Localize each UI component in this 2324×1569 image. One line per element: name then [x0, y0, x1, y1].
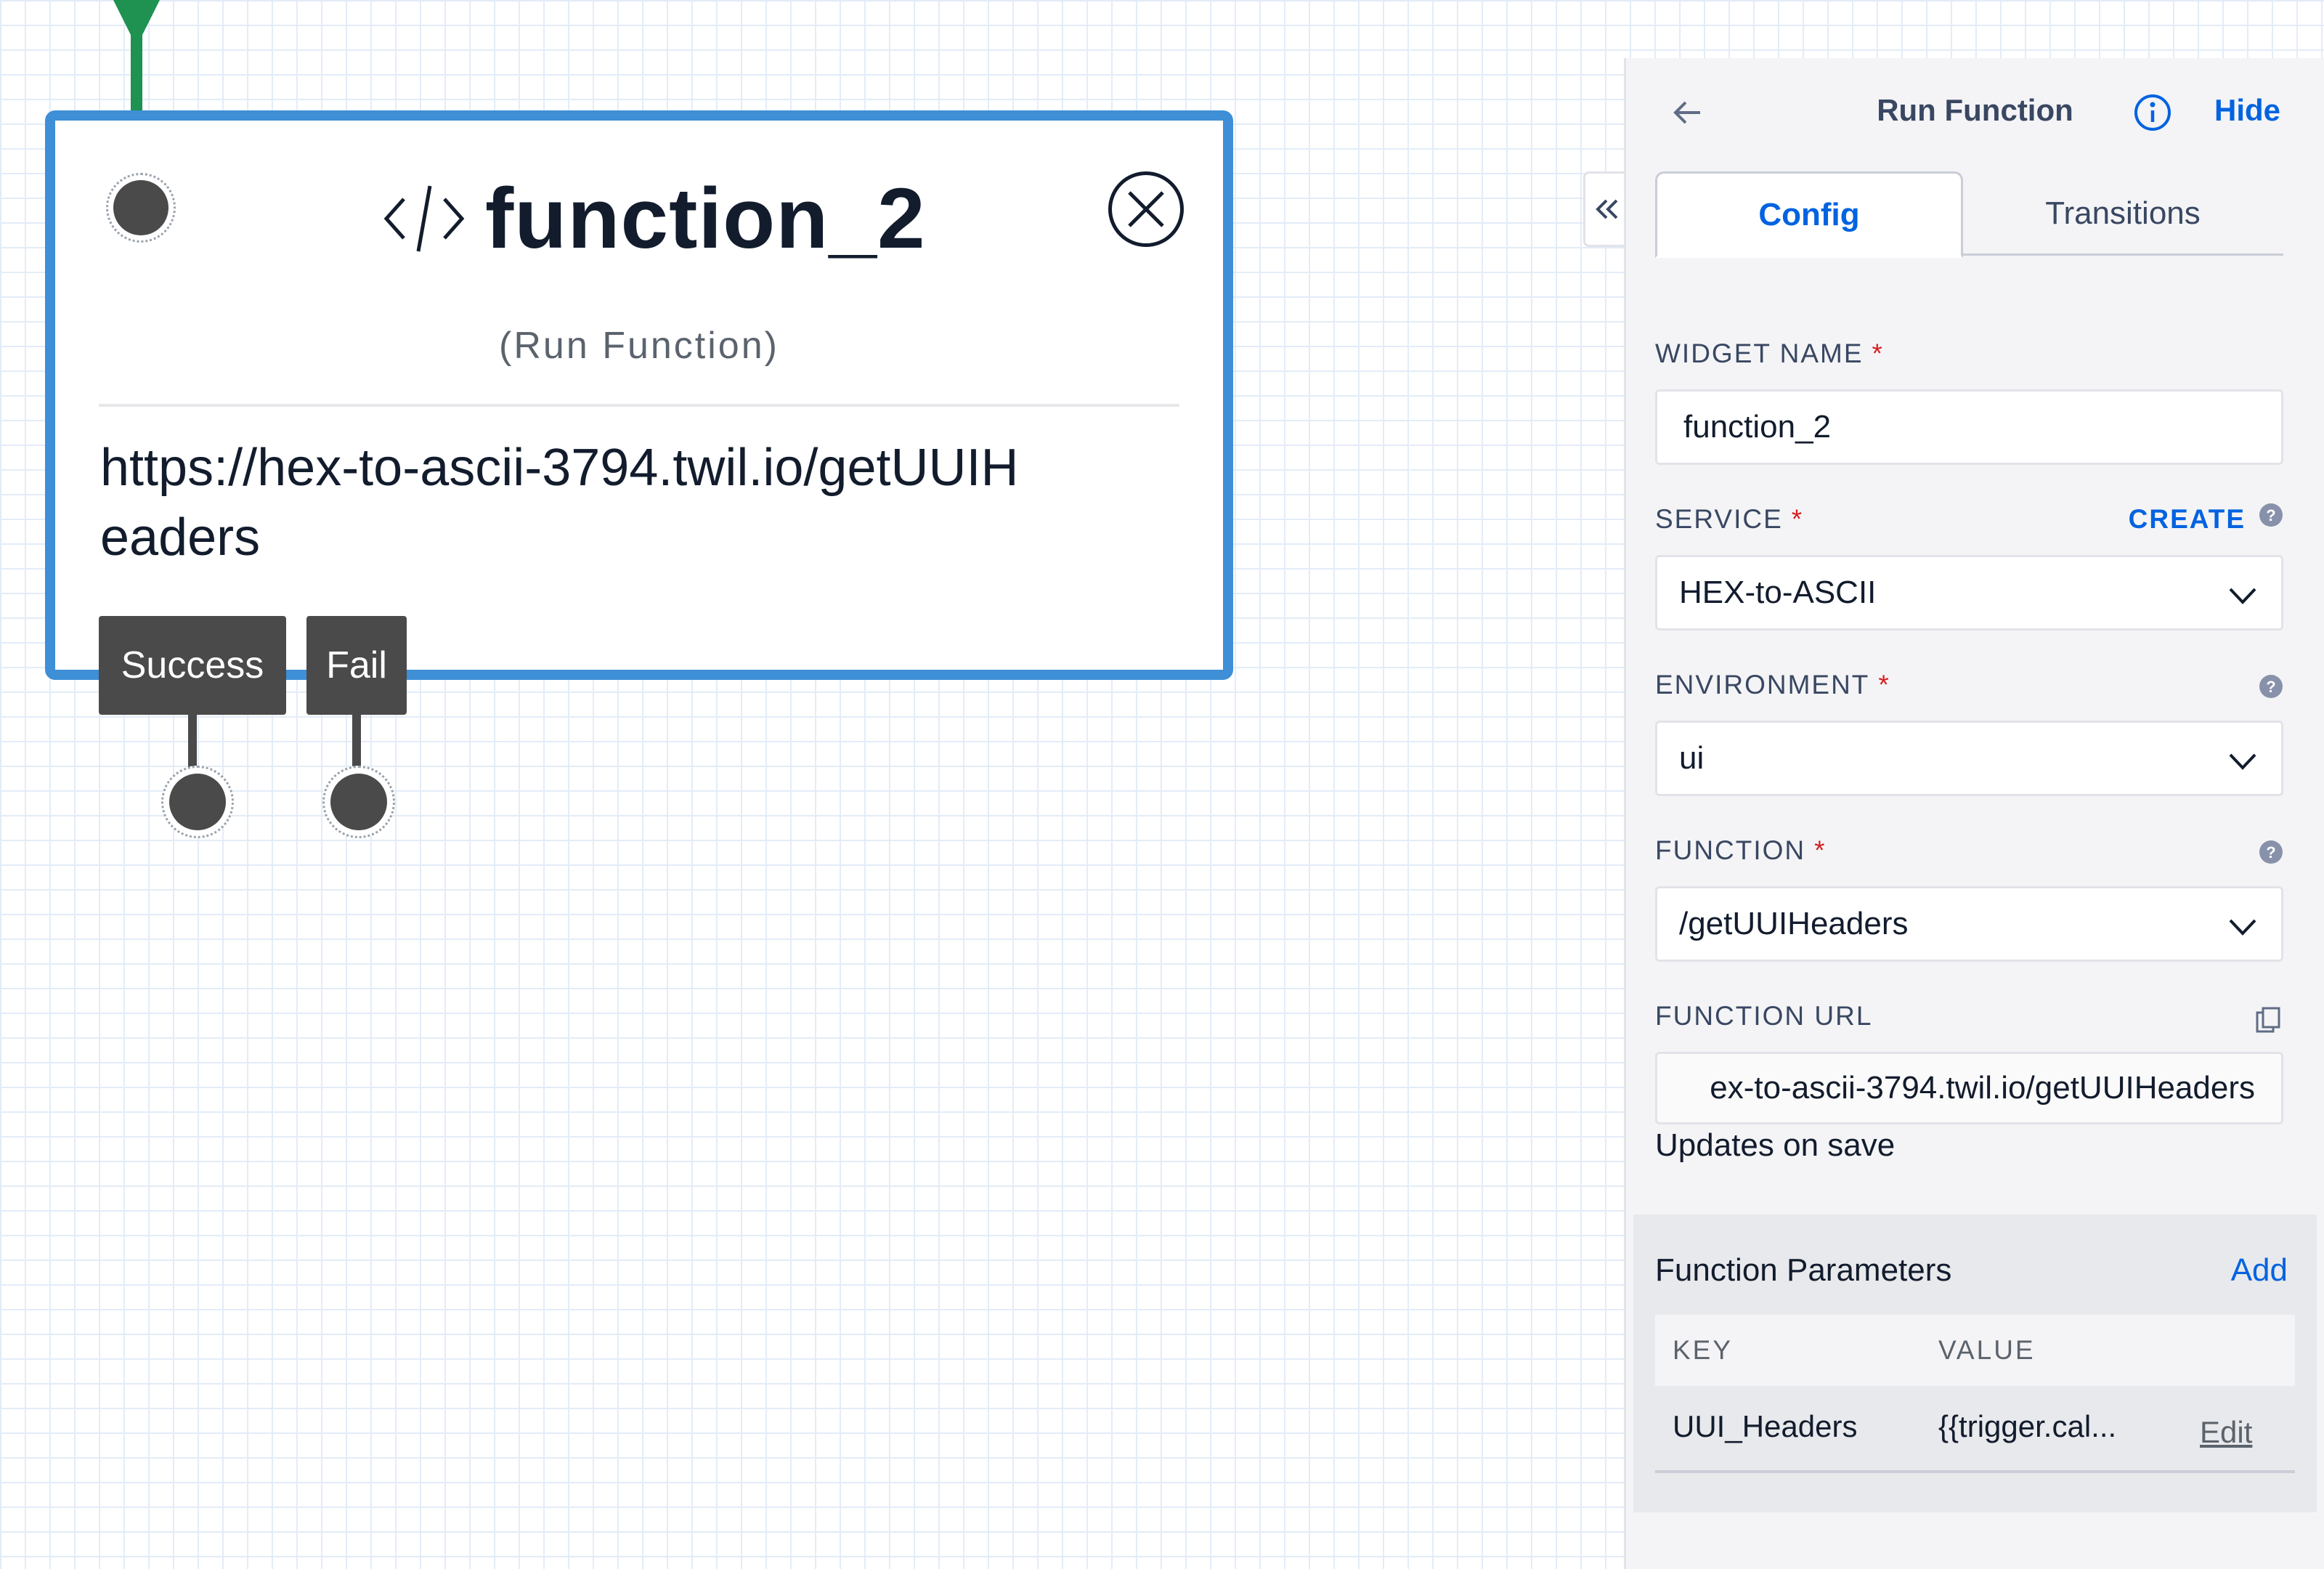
collapse-panel-button[interactable] — [1583, 171, 1627, 247]
close-widget-button[interactable] — [1108, 171, 1184, 247]
environment-label: ENVIRONMENT* — [1655, 670, 1890, 700]
widget-type-label: (Run Function) — [499, 325, 779, 367]
parameter-value: {{trigger.cal... — [1938, 1409, 2117, 1443]
success-output-port[interactable] — [161, 766, 234, 838]
incoming-arrow-icon — [113, 0, 160, 46]
svg-text:?: ? — [2266, 843, 2275, 861]
widget-divider — [99, 404, 1179, 407]
svg-text:?: ? — [2266, 506, 2275, 524]
create-service-link[interactable]: CREATE — [2128, 504, 2246, 534]
tab-transitions[interactable]: Transitions — [2045, 195, 2201, 231]
function-widget[interactable]: function_2 (Run Function) https://hex-to… — [45, 110, 1233, 680]
tab-config[interactable]: Config — [1655, 171, 1963, 258]
fail-output-port[interactable] — [322, 766, 395, 838]
help-icon[interactable]: ? — [2259, 503, 2283, 527]
double-chevron-left-icon — [1595, 199, 1617, 219]
code-icon — [383, 185, 465, 252]
close-icon — [1128, 191, 1164, 227]
config-panel: Run Function Hide Config Transitions WID… — [1624, 58, 2324, 1569]
key-column-header: KEY — [1673, 1335, 1734, 1365]
help-icon[interactable]: ? — [2259, 674, 2283, 699]
svg-text:?: ? — [2266, 678, 2275, 696]
function-label: FUNCTION* — [1655, 835, 1827, 865]
success-connector-line — [188, 715, 197, 773]
panel-title: Run Function — [1877, 93, 2073, 127]
function-parameters-section: Function Parameters Add KEY VALUE UUI_He… — [1633, 1215, 2317, 1512]
chevron-down-icon — [2229, 919, 2256, 936]
widget-name-input[interactable]: function_2 — [1655, 389, 2283, 465]
service-label: SERVICE* — [1655, 504, 1804, 534]
add-parameter-button[interactable]: Add — [2230, 1252, 2288, 1288]
back-arrow-icon[interactable] — [1670, 94, 1706, 131]
value-column-header: VALUE — [1938, 1335, 2036, 1365]
edit-parameter-link[interactable]: Edit — [2200, 1415, 2253, 1449]
panel-tabs: Config Transitions — [1655, 171, 2283, 258]
widget-header: function_2 — [382, 164, 926, 273]
transition-success-button[interactable]: Success — [99, 616, 286, 715]
fail-connector-line — [352, 715, 361, 773]
widget-title: function_2 — [485, 171, 926, 267]
updates-on-save-note: Updates on save — [1655, 1127, 1896, 1163]
service-select[interactable]: HEX-to-ASCII — [1655, 555, 2283, 631]
table-row: UUI_Headers {{trigger.cal... Edit — [1655, 1386, 2295, 1473]
help-icon[interactable]: ? — [2259, 840, 2283, 864]
function-parameters-title: Function Parameters — [1655, 1252, 1952, 1288]
function-select[interactable]: /getUUIHeaders — [1655, 886, 2283, 962]
hide-panel-link[interactable]: Hide — [2214, 93, 2281, 127]
chevron-down-icon — [2229, 753, 2256, 770]
panel-header: Run Function Hide — [1626, 58, 2324, 167]
environment-select[interactable]: ui — [1655, 721, 2283, 796]
function-url-label: FUNCTION URL — [1655, 1001, 1873, 1031]
chevron-down-icon — [2229, 588, 2256, 604]
transition-fail-button[interactable]: Fail — [306, 616, 407, 715]
parameter-key: UUI_Headers — [1673, 1409, 1858, 1443]
function-url-field[interactable]: ex-to-ascii-3794.twil.io/getUUIHeaders — [1655, 1052, 2283, 1124]
parameters-table-header: KEY VALUE — [1655, 1315, 2295, 1386]
widget-function-url: https://hex-to-ascii-3794.twil.io/getUUI… — [100, 439, 1019, 567]
copy-icon[interactable] — [2254, 1005, 2283, 1034]
widget-name-label: WIDGET NAME* — [1655, 338, 1884, 368]
input-port[interactable] — [106, 173, 176, 243]
info-icon[interactable] — [2133, 93, 2172, 132]
